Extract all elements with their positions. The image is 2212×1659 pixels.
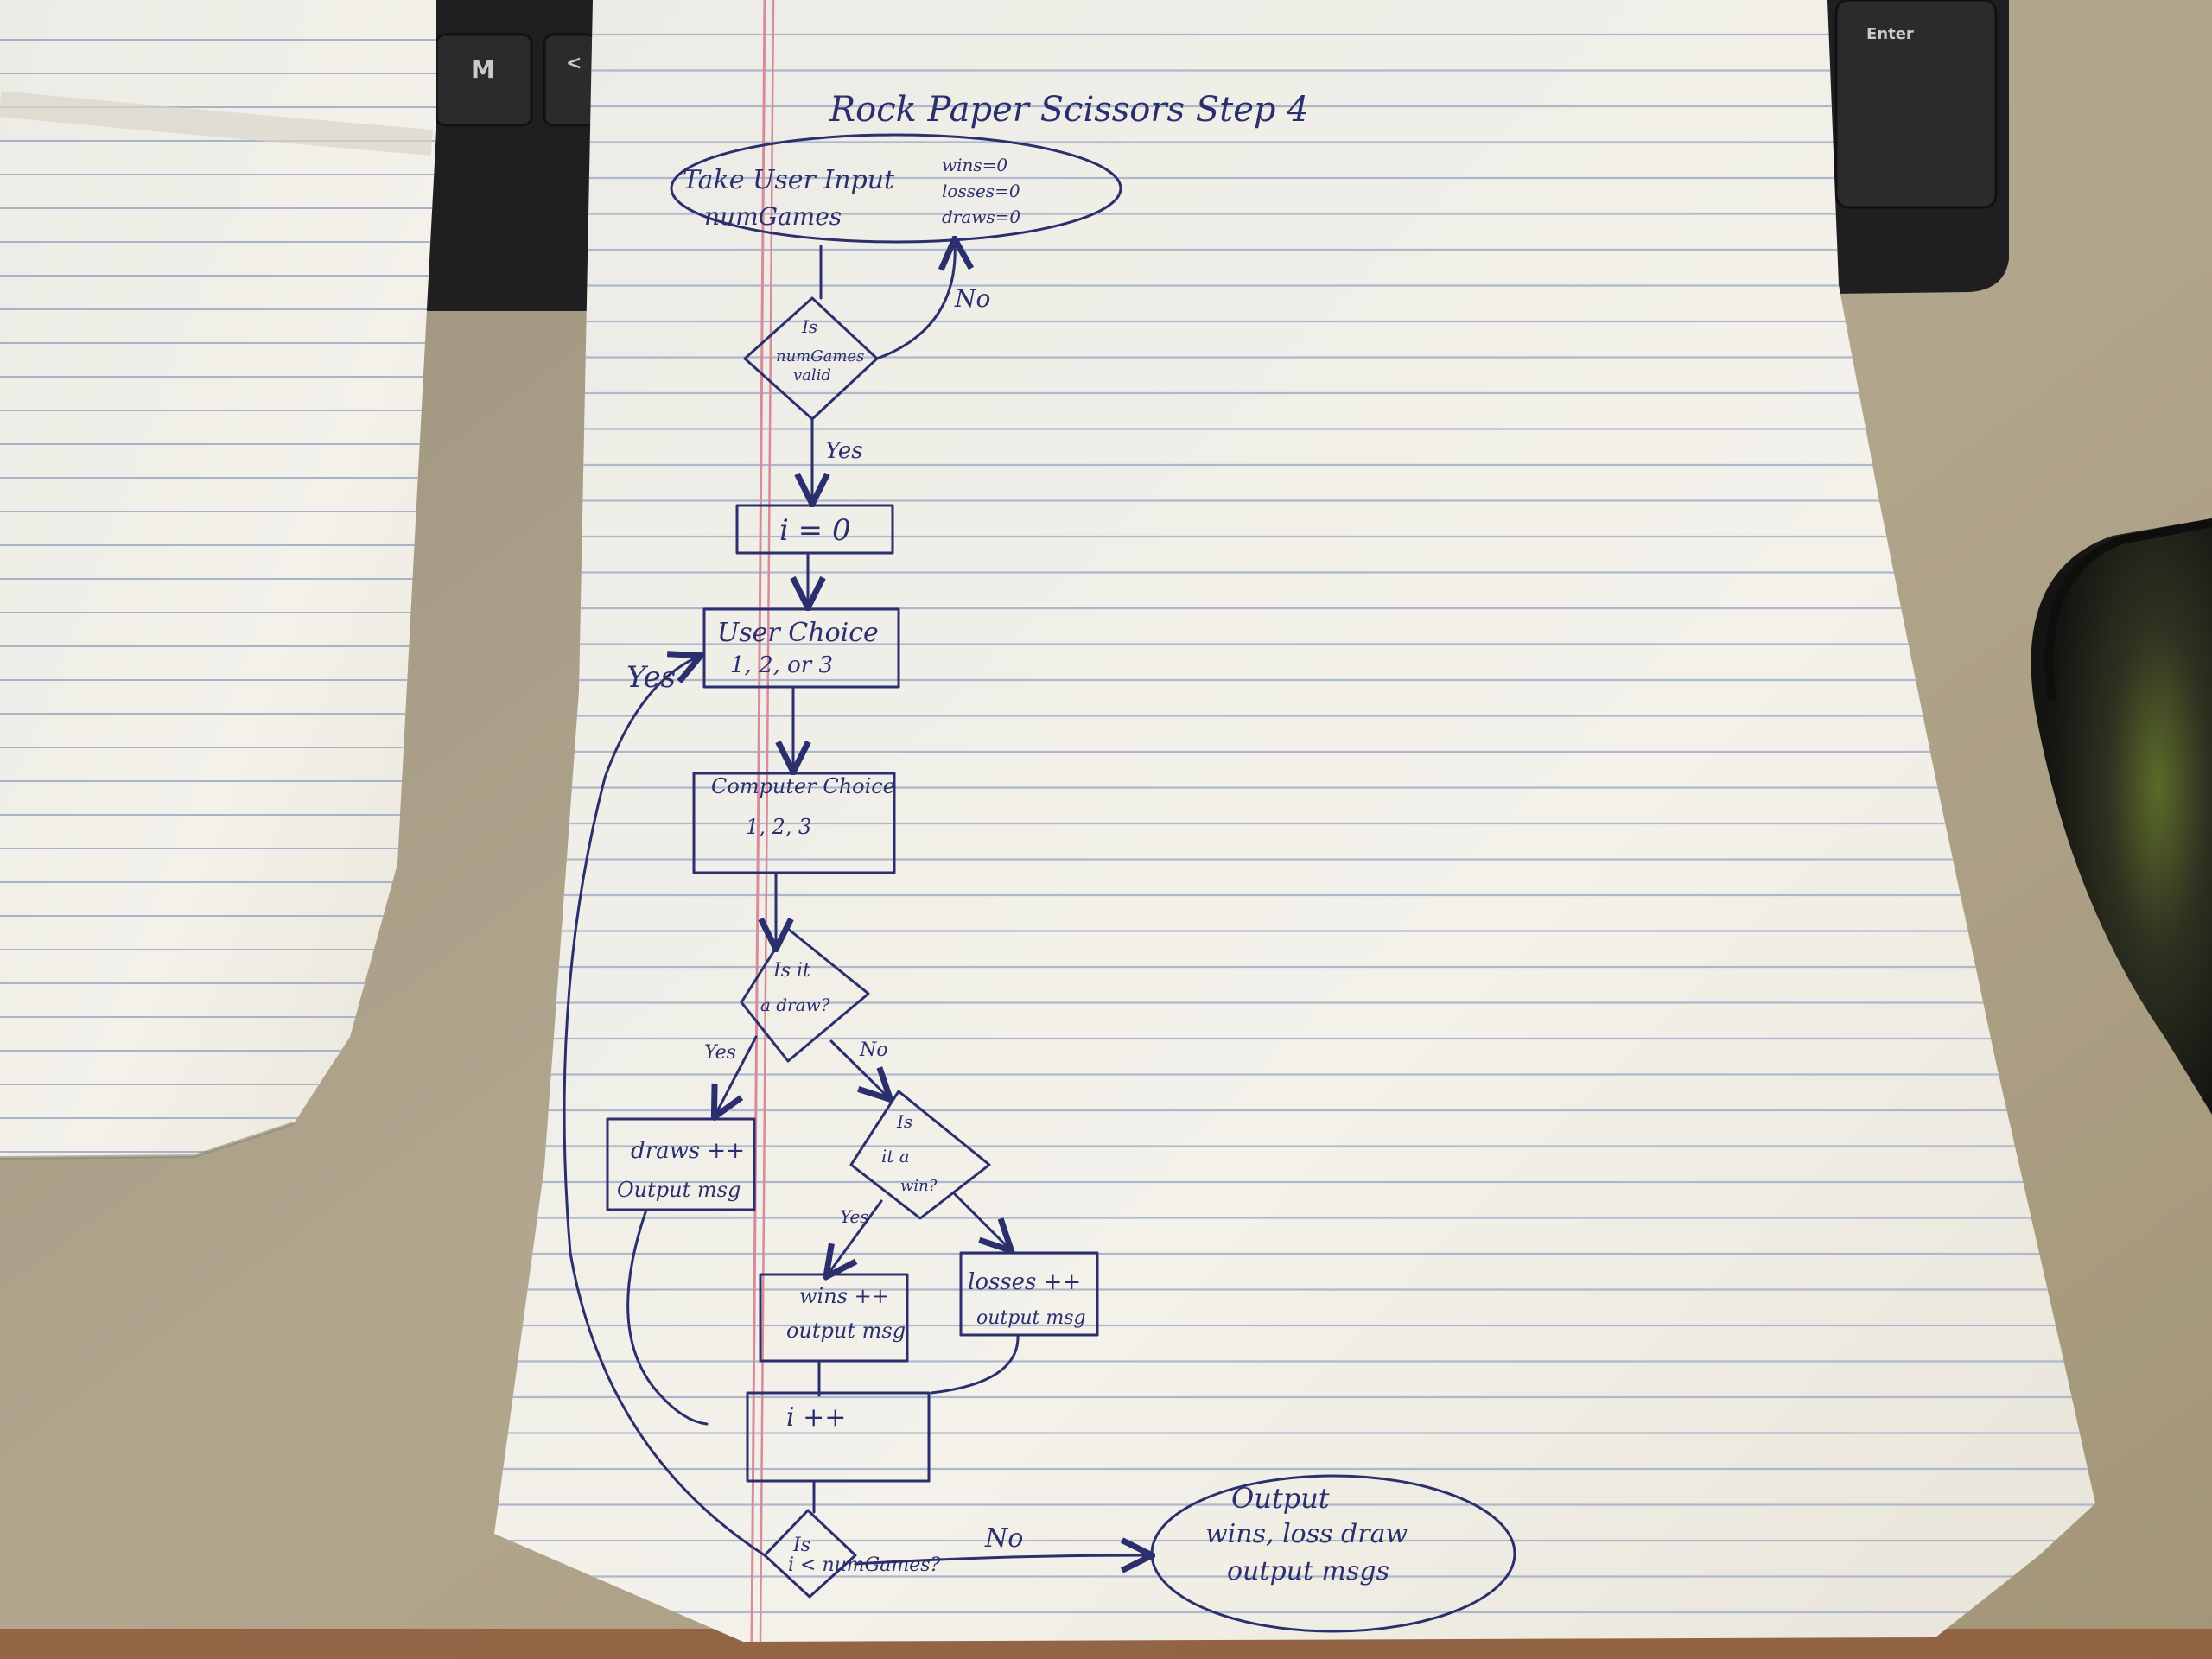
draws-box-line1: draws ++ [631, 1138, 745, 1164]
loop-check-line1: Is [792, 1535, 810, 1556]
draw-check-line2: a draw? [760, 995, 830, 1015]
start-var-losses: losses=0 [942, 181, 1020, 201]
label-no-valid: No [954, 284, 990, 313]
label-loop-no: No [984, 1523, 1023, 1554]
label-win-yes: Yes [840, 1206, 869, 1227]
computer-choice-line1: Computer Choice [711, 774, 895, 798]
win-check-line2: it a [881, 1146, 910, 1166]
win-check-line3: win? [900, 1177, 938, 1195]
draw-check-line1: Is it [772, 960, 810, 982]
draw-check-diamond [740, 927, 870, 1063]
label-draw-yes: Yes [704, 1042, 736, 1064]
label-yes-valid: Yes [825, 438, 863, 464]
win-check-line1: Is [896, 1111, 912, 1132]
left-paper-sheet [0, 0, 436, 1160]
start-oval [670, 133, 1122, 244]
wins-box-line1: wins ++ [799, 1284, 889, 1308]
no-loop-arrow [875, 242, 955, 360]
wins-box [759, 1273, 909, 1363]
win-check-diamond [849, 1090, 991, 1220]
user-choice-line2: 1, 2, or 3 [730, 652, 833, 678]
losses-box-line2: output msg [976, 1307, 1086, 1329]
start-line2: numGames [704, 202, 842, 231]
mouse-rim [2044, 518, 2212, 701]
init-box [735, 504, 894, 555]
margin-line-right [759, 0, 775, 1642]
yes-loop-arrow [563, 657, 766, 1557]
user-choice-box [702, 607, 900, 689]
init-label: i = 0 [779, 513, 851, 548]
computer-mouse [2031, 518, 2212, 1115]
loop-check-line2: i < numGames? [788, 1554, 941, 1576]
end-line3: output msgs [1227, 1556, 1389, 1586]
increment-box [746, 1391, 931, 1483]
start-line1: Take User Input [683, 165, 895, 195]
increment-label: i ++ [786, 1402, 846, 1433]
key-lt-label: < [566, 53, 582, 74]
draws-box [606, 1117, 756, 1211]
computer-choice-box [692, 772, 896, 874]
computer-choice-line2: 1, 2, 3 [746, 815, 811, 839]
wins-box-line2: output msg [786, 1319, 906, 1343]
valid-check-line1: Is [801, 316, 817, 337]
flowchart-title: Rock Paper Scissors Step 4 [829, 90, 1309, 130]
end-line2: wins, loss draw [1205, 1519, 1408, 1549]
label-loop-yes: Yes [626, 660, 676, 695]
keyboard-key-lt [543, 33, 598, 127]
valid-check-line3: valid [793, 366, 831, 385]
label-draw-no: No [859, 1039, 888, 1061]
margin-line-left [750, 0, 766, 1642]
draws-box-line2: Output msg [617, 1178, 741, 1202]
losses-box-line1: losses ++ [968, 1269, 1081, 1295]
losses-box [959, 1251, 1099, 1337]
key-m-label: M [471, 55, 495, 84]
start-var-draws: draws=0 [942, 207, 1020, 227]
end-line1: Output [1231, 1482, 1330, 1515]
loop-check-diamond [763, 1509, 857, 1599]
flowchart: Rock Paper Scissors Step 4 Take User Inp… [563, 90, 1516, 1633]
keyboard-key-enter [1834, 0, 1998, 209]
key-enter-label: Enter [1866, 25, 1914, 43]
valid-check-line2: numGames [776, 347, 864, 365]
start-var-wins: wins=0 [942, 155, 1007, 175]
user-choice-line1: User Choice [717, 618, 879, 648]
end-oval [1150, 1474, 1516, 1633]
